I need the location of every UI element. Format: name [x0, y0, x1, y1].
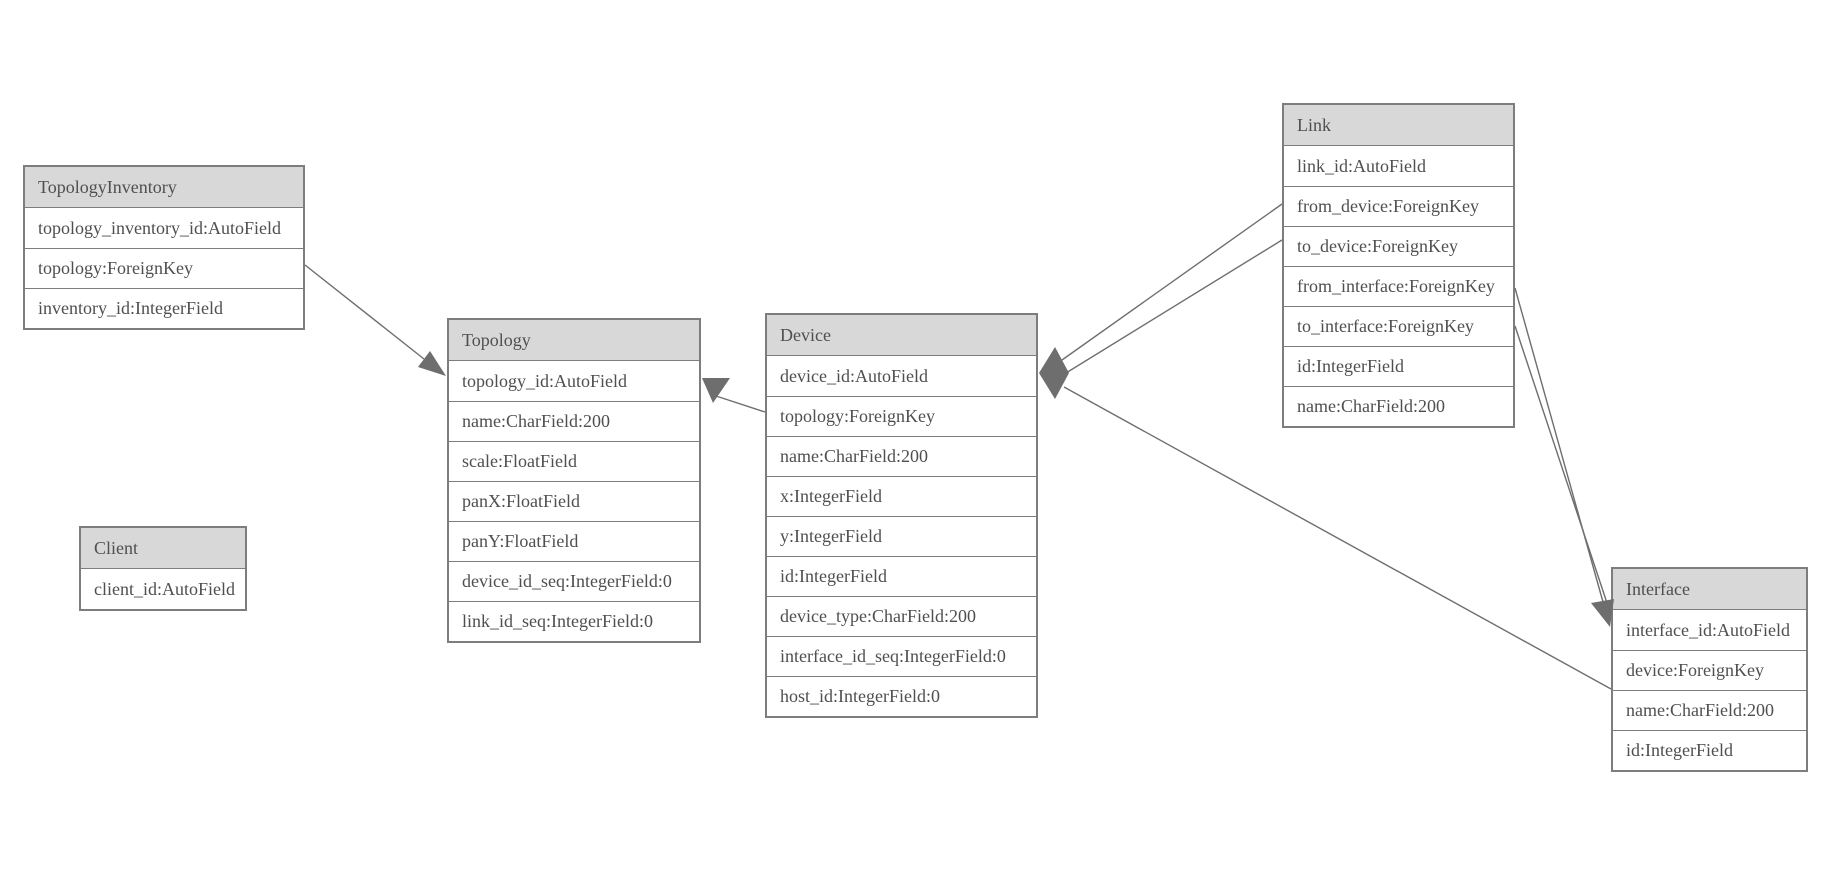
entity-title: Link: [1284, 105, 1513, 146]
field-row: topology:ForeignKey: [767, 396, 1036, 436]
entity-title: TopologyInventory: [25, 167, 303, 208]
relation-line-link-todevice-device: [1065, 239, 1283, 374]
field-row: from_device:ForeignKey: [1284, 186, 1513, 226]
field-row: topology:ForeignKey: [25, 248, 303, 288]
entity-client: Client client_id:AutoField: [79, 526, 247, 611]
field-row: y:IntegerField: [767, 516, 1036, 556]
field-row: from_interface:ForeignKey: [1284, 266, 1513, 306]
entity-interface: Interface interface_id:AutoField device:…: [1611, 567, 1808, 772]
field-row: client_id:AutoField: [94, 578, 235, 599]
arrowhead-topologyinventory-topology: [418, 351, 446, 376]
field-row: name:CharField:200: [1284, 386, 1513, 426]
field-row: id:IntegerField: [1284, 346, 1513, 386]
field-row: inventory_id:IntegerField: [25, 288, 303, 328]
field-row: to_interface:ForeignKey: [1284, 306, 1513, 346]
relation-line-interface-device: [1063, 386, 1612, 690]
field-row: panY:FloatField: [449, 521, 699, 561]
field-row: link_id_seq:IntegerField:0: [449, 601, 699, 641]
relation-line-topologyinventory-topology: [304, 264, 425, 360]
entity-topology-inventory: TopologyInventory topology_inventory_id:…: [23, 165, 305, 330]
entity-device: Device device_id:AutoField topology:Fore…: [765, 313, 1038, 718]
entity-link: Link link_id:AutoField from_device:Forei…: [1282, 103, 1515, 428]
entity-title: Topology: [449, 320, 699, 361]
field-row: topology_inventory_id:AutoField: [38, 217, 281, 238]
field-row: device_id:AutoField: [780, 365, 928, 386]
arrowhead-device-topology: [702, 378, 730, 403]
entity-title: Interface: [1613, 569, 1806, 610]
field-row: id:IntegerField: [767, 556, 1036, 596]
field-row: device_type:CharField:200: [767, 596, 1036, 636]
field-row: interface_id:AutoField: [1626, 619, 1790, 640]
relation-line-link-fromdevice-device: [1061, 203, 1283, 361]
field-row: to_device:ForeignKey: [1284, 226, 1513, 266]
field-row: device_id_seq:IntegerField:0: [449, 561, 699, 601]
field-row: scale:FloatField: [449, 441, 699, 481]
field-row: topology_id:AutoField: [462, 370, 628, 391]
field-row: id:IntegerField: [1613, 730, 1806, 770]
entity-title: Device: [767, 315, 1036, 356]
relation-line-link-tointerface-interface: [1514, 325, 1609, 607]
relation-line-link-frominterface-interface: [1514, 287, 1604, 603]
relation-line-device-topology: [715, 395, 766, 413]
field-row: x:IntegerField: [767, 476, 1036, 516]
field-row: name:CharField:200: [767, 436, 1036, 476]
field-row: device:ForeignKey: [1613, 650, 1806, 690]
field-row: name:CharField:200: [1613, 690, 1806, 730]
entity-title: Client: [81, 528, 245, 569]
field-row: interface_id_seq:IntegerField:0: [767, 636, 1036, 676]
field-row: panX:FloatField: [449, 481, 699, 521]
field-row: host_id:IntegerField:0: [767, 676, 1036, 716]
field-row: link_id:AutoField: [1297, 155, 1427, 176]
arrowhead-cluster-device: [1039, 347, 1069, 399]
field-row: name:CharField:200: [449, 401, 699, 441]
entity-topology: Topology topology_id:AutoField name:Char…: [447, 318, 701, 643]
